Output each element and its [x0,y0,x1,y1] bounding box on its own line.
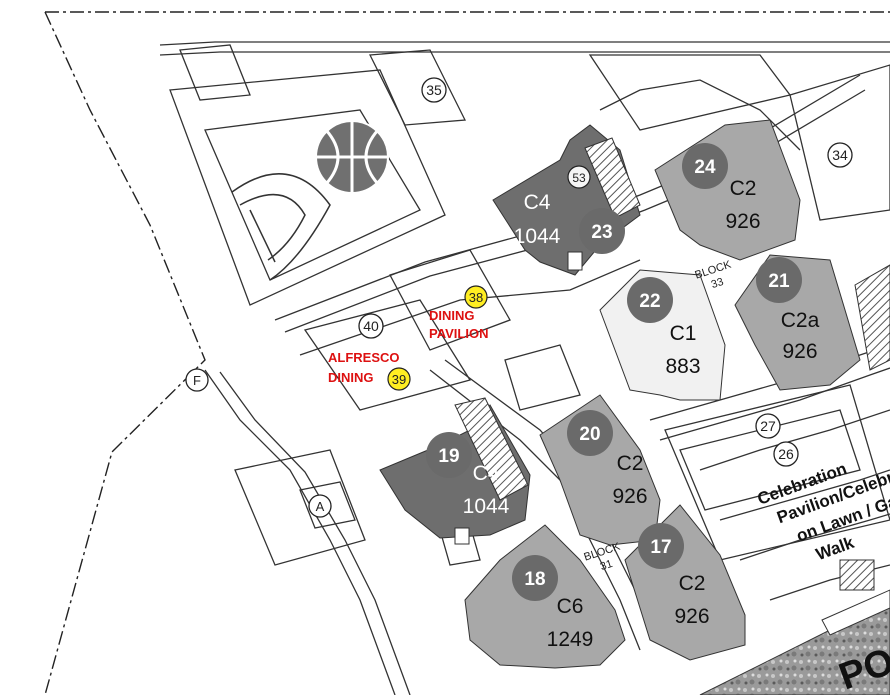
marker-53: 53 [567,165,591,189]
unit-24-size: 926 [725,210,760,233]
unit-20-badge: 20 [579,424,600,445]
marker-40-label: 40 [363,318,379,334]
unit-23-size: 1044 [514,225,561,248]
unit-24-footprint [654,119,801,261]
unit-18-size: 1249 [547,628,594,651]
unit-17-type: C2 [679,572,706,595]
marker-40: 40 [358,313,384,339]
marker-38-label: 38 [469,290,483,305]
dining-pavilion-line2: PAVILION [429,326,488,341]
marker-34: 34 [827,142,853,168]
unit-24-badge: 24 [694,157,716,178]
marker-26: 26 [773,441,799,467]
marker-35-label: 35 [426,82,442,98]
basketball-icon [315,120,389,194]
marker-F-label: F [193,373,201,388]
unit-19: 19 C4 1044 [426,432,510,518]
block-33-line2: 33 [710,276,725,291]
building-outlines [169,44,890,566]
unit-19-type: C4 [473,462,500,485]
marker-F: F [185,368,209,392]
marker-A-label: A [316,499,325,514]
unit-24-type: C2 [730,177,757,200]
unit-21-badge: 21 [768,271,790,292]
unit-20-type: C2 [617,452,644,475]
unit-21: 21 C2a 926 [756,257,820,363]
dining-pavilion-line1: DINING [429,308,475,323]
unit-22: 22 C1 883 [627,277,701,378]
unit-19-size: 1044 [463,495,510,518]
block-31-line2: 31 [599,558,614,573]
basketball-court [231,173,331,281]
unit-20: 20 C2 926 [567,410,648,508]
pavilion-stairs [839,559,875,591]
unit-18-type: C6 [557,595,584,618]
unit-20-size: 926 [612,485,647,508]
alfresco-dining-line1: ALFRESCO [328,350,400,365]
unit-21-type: C2a [781,309,820,332]
unit-18-badge: 18 [524,569,545,590]
unit-17-size: 926 [674,605,709,628]
site-boundary [44,11,890,695]
marker-39-label: 39 [392,372,406,387]
marker-A: A [308,494,332,518]
unit-23-badge: 23 [591,222,612,243]
marker-39: 39 [387,367,411,391]
unit-22-badge: 22 [639,291,660,312]
marker-27-label: 27 [760,418,776,434]
unit-23: 23 C4 1044 [514,191,625,254]
marker-34-label: 34 [832,147,848,163]
alfresco-dining-line2: DINING [328,370,374,385]
marker-35: 35 [421,77,447,103]
road-band [699,589,890,695]
dining-pavilion-label: DINING PAVILION [429,308,488,341]
marker-53-label: 53 [572,171,586,185]
unit-22-type: C1 [670,322,697,345]
unit-23-type: C4 [524,191,551,214]
alfresco-dining-label: ALFRESCO DINING [328,350,400,385]
unit-24: 24 C2 926 [682,143,761,233]
unit-17-badge: 17 [650,537,671,558]
marker-38: 38 [464,285,488,309]
unit-19-badge: 19 [438,446,459,467]
marker-27: 27 [755,413,781,439]
unit-18: 18 C6 1249 [512,555,593,651]
marker-26-label: 26 [778,446,794,462]
unit-21-size: 926 [782,340,817,363]
unit-23-footprint [492,124,641,276]
unit-17: 17 C2 926 [638,523,710,628]
unit-22-size: 883 [665,355,700,378]
